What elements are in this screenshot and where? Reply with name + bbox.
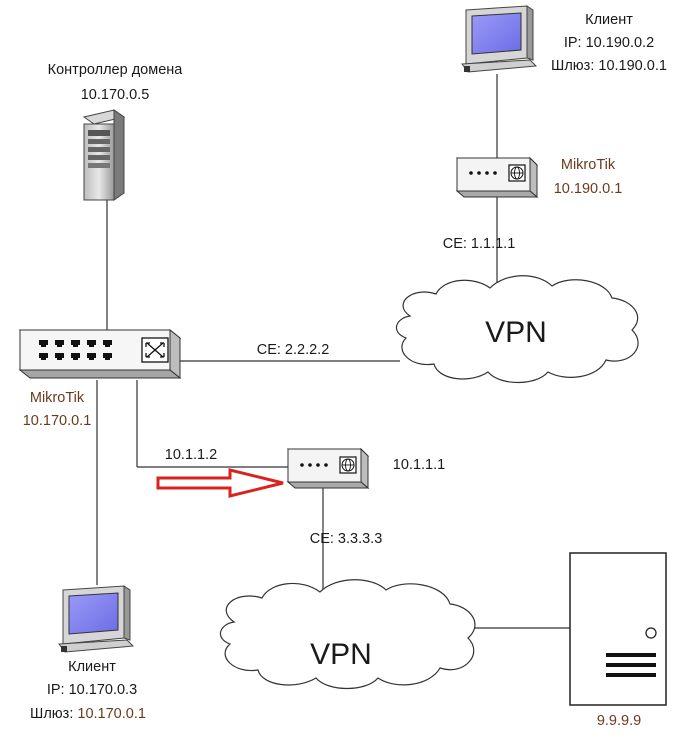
server-ip: 9.9.9.9 — [597, 713, 641, 729]
mikrotik-top-name: MikroTik — [561, 157, 616, 173]
client-top-ip: IP: 10.190.0.2 — [564, 35, 654, 51]
vpn-top-label: VPN — [485, 316, 547, 349]
domain-controller-ip: 10.170.0.5 — [81, 87, 150, 103]
mikrotik-top-router-icon — [455, 156, 539, 199]
client-bottom-gateway: Шлюз: 10.170.0.1 — [30, 706, 146, 722]
client-bottom-ip: IP: 10.170.0.3 — [47, 682, 137, 698]
vpn-bottom-cloud — [219, 579, 476, 689]
client-top-gateway: Шлюз: 10.190.0.1 — [551, 58, 667, 74]
domain-controller-title: Контроллер домена — [48, 62, 184, 78]
mikrotik-switch-name: MikroTik — [30, 390, 85, 406]
client-top-title: Клиент — [585, 12, 633, 28]
client-bottom-computer-icon — [58, 585, 135, 653]
client-bottom-title: Клиент — [68, 659, 116, 675]
vpn-top-cloud — [395, 275, 639, 383]
client-top-computer-icon — [461, 5, 538, 73]
mikrotik-switch-icon — [18, 328, 182, 380]
ce-bottom-label: CE: 3.3.3.3 — [310, 531, 383, 547]
connection-lines — [96, 74, 570, 629]
ce-top-label: CE: 1.1.1.1 — [443, 236, 516, 252]
router-mid-ip: 10.1.1.1 — [393, 457, 445, 473]
server-icon — [569, 552, 667, 706]
domain-controller-icon — [82, 109, 126, 201]
vpn-bottom-label: VPN — [310, 638, 372, 671]
mikrotik-mid-router-icon — [286, 447, 370, 490]
link-left-label: 10.1.1.2 — [165, 447, 217, 463]
mikrotik-top-ip: 10.190.0.1 — [554, 181, 623, 197]
ce-mid-label: CE: 2.2.2.2 — [257, 342, 330, 358]
red-arrow-icon — [156, 468, 284, 498]
mikrotik-switch-ip: 10.170.0.1 — [23, 413, 92, 429]
